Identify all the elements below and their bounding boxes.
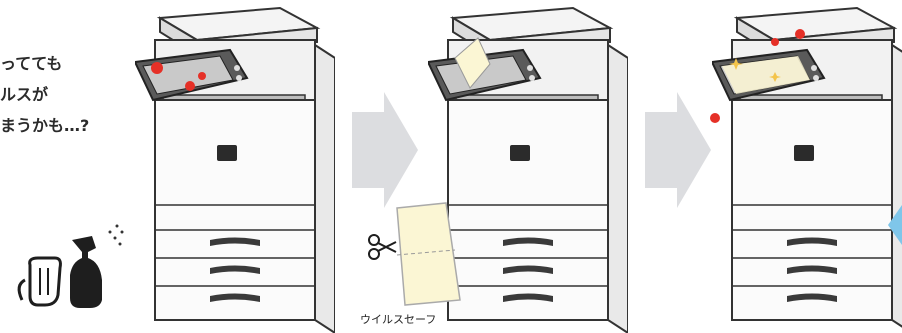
arrow-right-icon bbox=[645, 92, 711, 208]
arrow-right-icon bbox=[352, 92, 418, 208]
copier-protected bbox=[710, 8, 902, 333]
copier-with-viruses bbox=[135, 8, 335, 333]
cloth-icon bbox=[19, 258, 60, 305]
spray-bottle-icon bbox=[70, 225, 124, 309]
film-label: ウイルスセーフ bbox=[360, 311, 436, 327]
scissors-icon bbox=[369, 235, 396, 259]
